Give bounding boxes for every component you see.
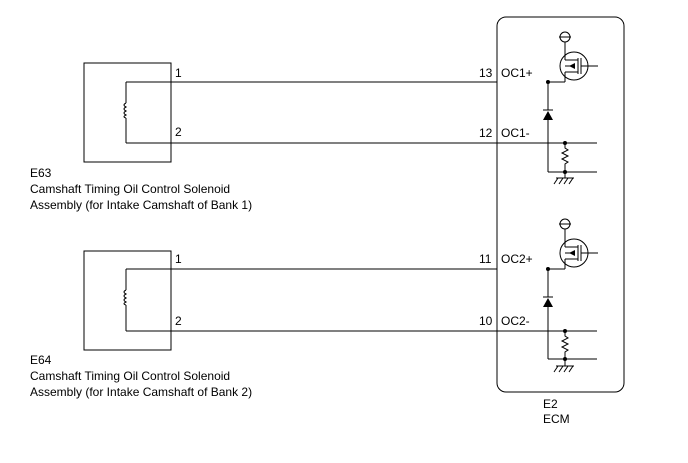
ecm-pin-label: OC2+ <box>501 252 533 266</box>
ecm-pin-number: 11 <box>479 252 492 266</box>
resistor-icon <box>560 331 570 359</box>
ecm-circuit-bank1 <box>497 31 598 185</box>
ecm-pin-number: 13 <box>479 66 493 80</box>
e63-code: E63 <box>30 166 52 180</box>
e63-pin1-label: 1 <box>175 66 182 80</box>
ecm-pin-label: OC1+ <box>501 66 533 80</box>
e63-name-line2: Assembly (for Intake Camshaft of Bank 1) <box>30 198 252 212</box>
ground-icon <box>553 177 574 185</box>
e64-pin1-label: 1 <box>175 252 182 266</box>
ecm-name: ECM <box>543 412 570 426</box>
e64-coil-icon <box>123 269 128 331</box>
e63-solenoid-box <box>83 62 172 163</box>
e64-name-line1: Camshaft Timing Oil Control Solenoid <box>30 369 230 383</box>
diode-icon <box>543 298 553 307</box>
e63-pin2-label: 2 <box>175 125 182 139</box>
resistor-icon <box>560 143 570 172</box>
e64-code: E64 <box>30 353 52 367</box>
ecm-code: E2 <box>543 397 558 411</box>
ecm-pin-label: OC1- <box>501 126 530 140</box>
ecm-box <box>496 16 625 393</box>
ecm-pin-label: OC2- <box>501 314 530 328</box>
e63-name-line1: Camshaft Timing Oil Control Solenoid <box>30 182 230 196</box>
ground-icon <box>553 365 574 373</box>
e64-name-line2: Assembly (for Intake Camshaft of Bank 2) <box>30 385 252 399</box>
e64-solenoid-box <box>83 250 172 351</box>
ecm-pin-number: 10 <box>479 314 493 328</box>
e63-coil-icon <box>123 82 128 143</box>
ecm-circuit-bank2 <box>497 218 598 373</box>
e64-pin2-label: 2 <box>175 314 182 328</box>
diode-icon <box>543 111 553 120</box>
ecm-pin-number: 12 <box>479 126 493 140</box>
